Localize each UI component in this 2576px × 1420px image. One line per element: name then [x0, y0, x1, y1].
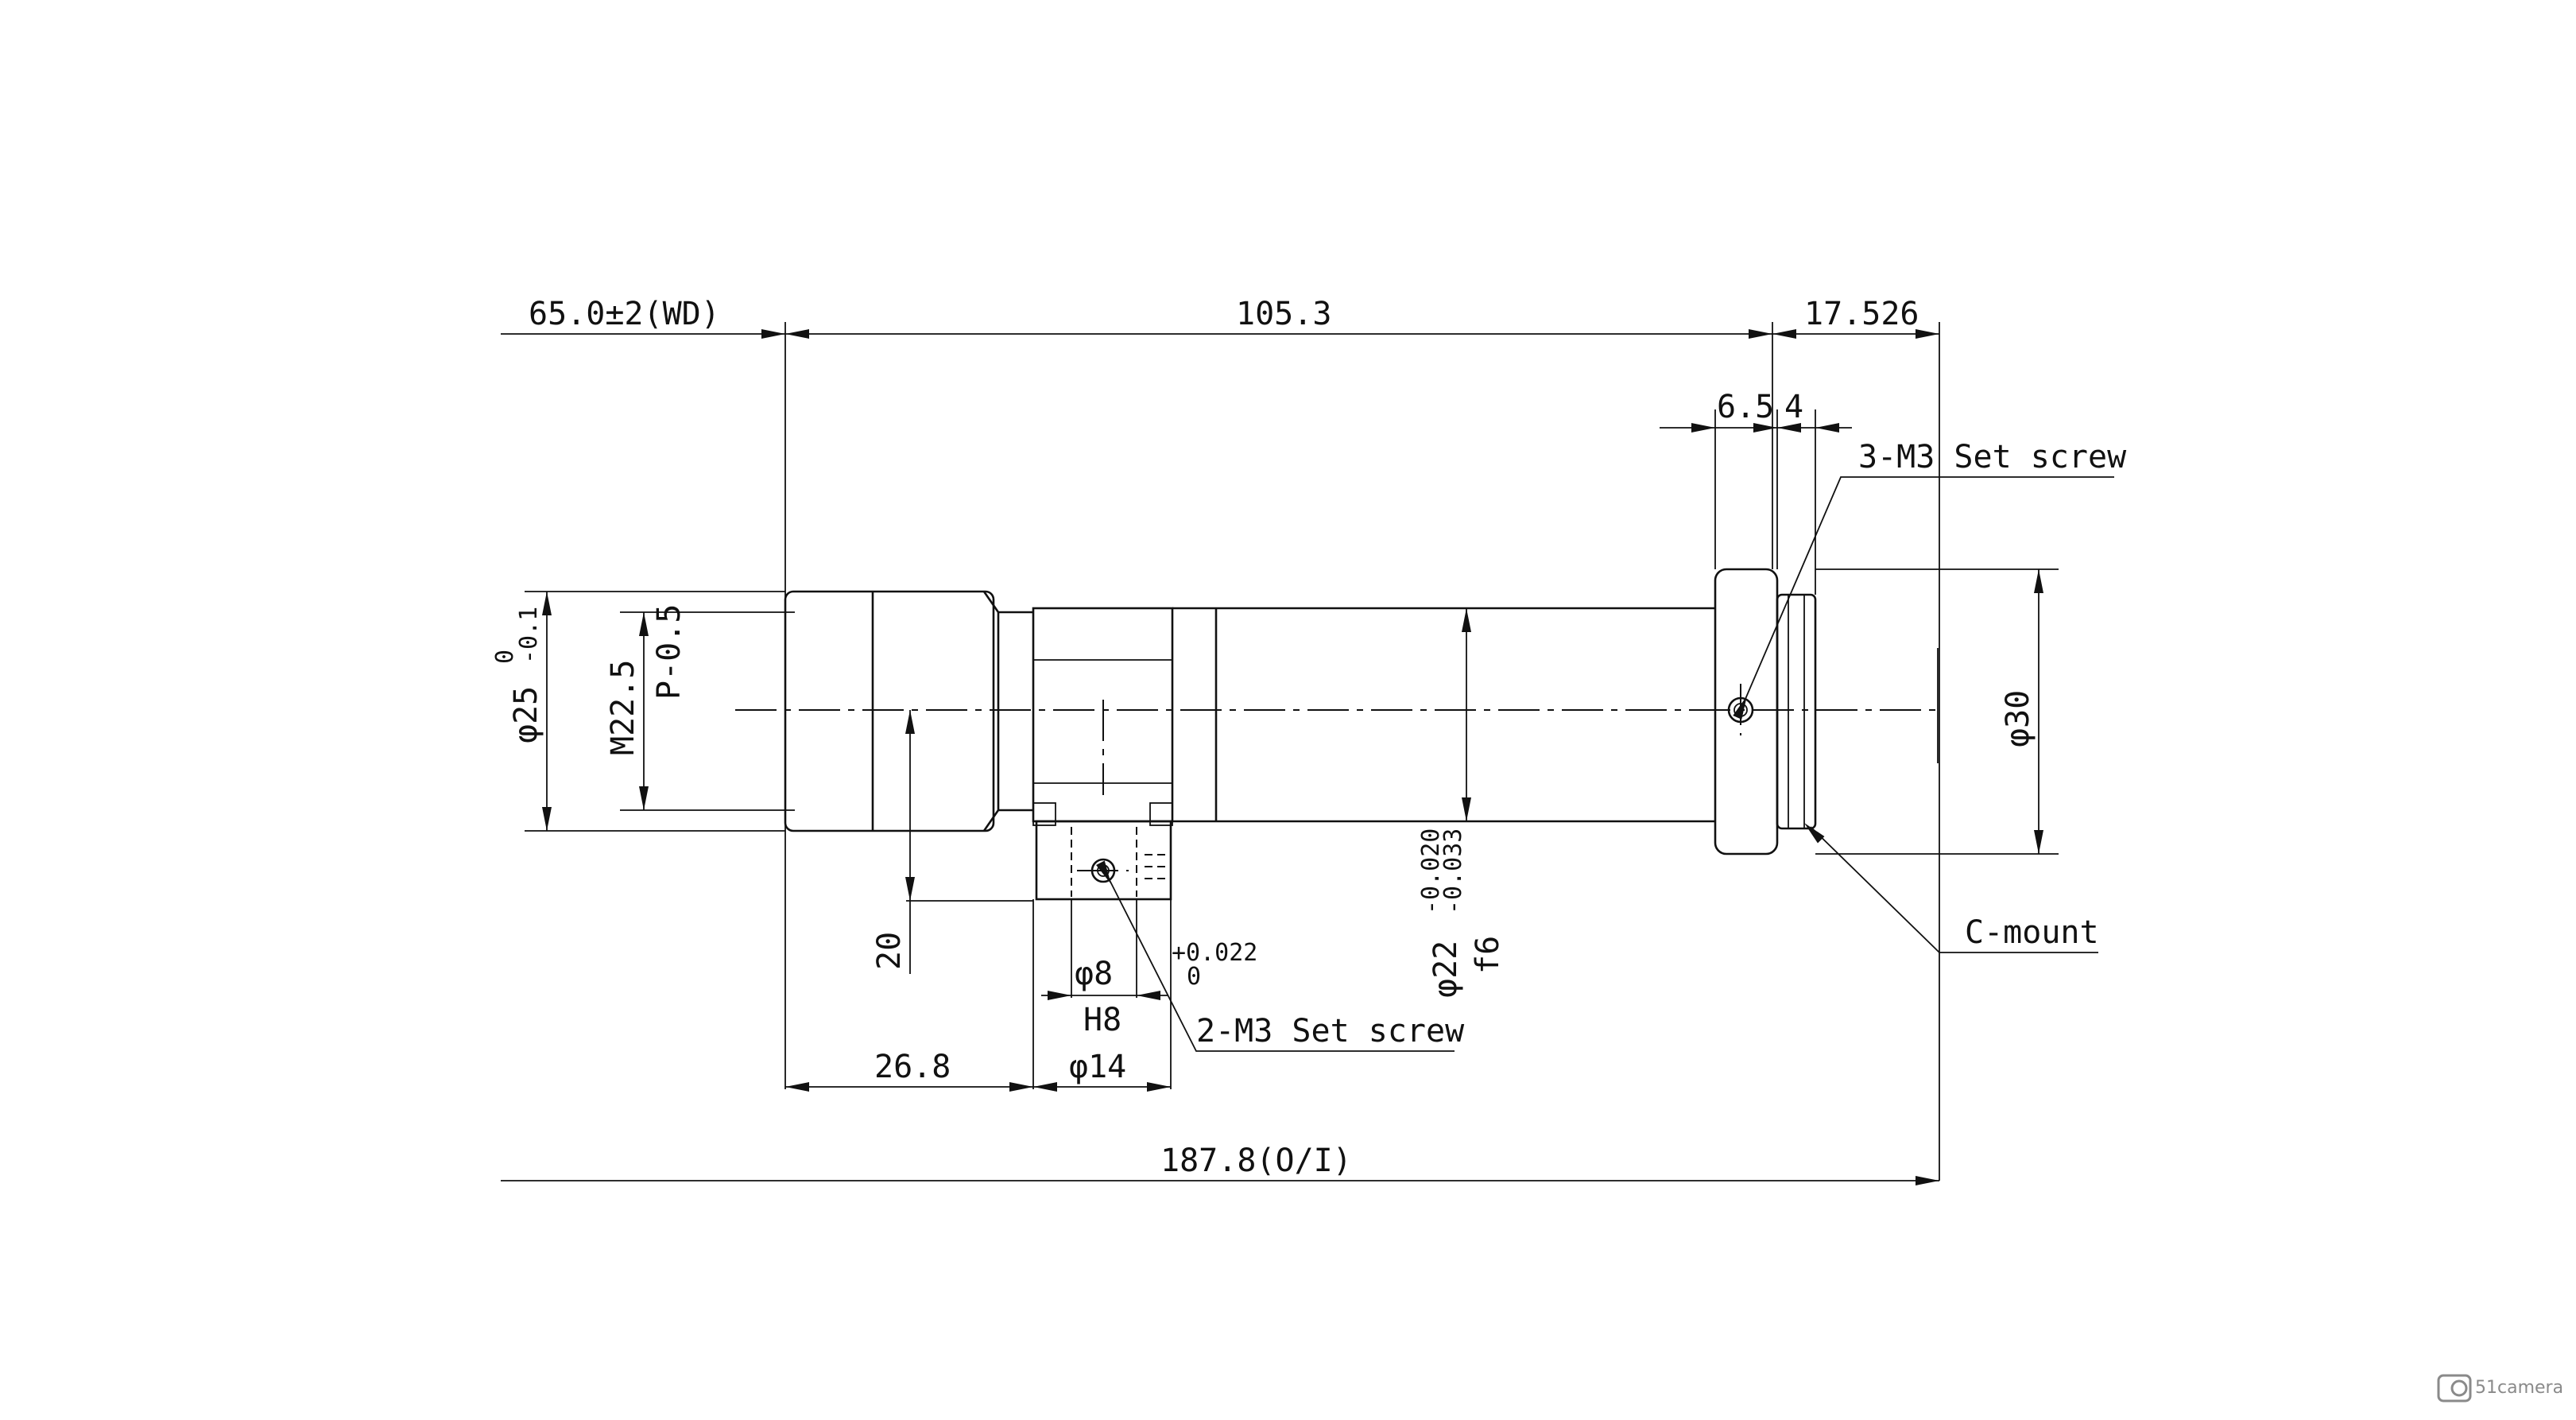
- tube-tol-upper: -0.020: [1417, 828, 1445, 914]
- pin-diameter-label: φ8: [1075, 956, 1113, 992]
- filter-thread-label: M22.5: [605, 660, 641, 755]
- mount-height-label: 20: [871, 932, 908, 970]
- ring-width-label: 4: [1784, 389, 1803, 425]
- tube-fit-label: f6: [1470, 936, 1506, 974]
- rear-diameter-label: φ30: [2000, 690, 2036, 747]
- front-diameter-tol-upper: 0: [491, 650, 519, 664]
- dimension-lines: [501, 329, 2043, 1185]
- tube-tol-lower: -0.033: [1439, 828, 1467, 914]
- c-mount-callout: C-mount: [1965, 914, 2099, 951]
- boss-diameter-label: φ14: [1069, 1049, 1126, 1085]
- c-mount-ring: [1776, 593, 1817, 830]
- total-length-label: 187.8(O/I): [1160, 1143, 1352, 1179]
- flange-width-label: 6.5: [1717, 389, 1774, 425]
- pin-tol-lower: 0: [1187, 963, 1201, 991]
- tube-diameter-label: φ22: [1427, 941, 1464, 998]
- watermark-brand: 51camera: [2475, 1378, 2563, 1398]
- lens-outline: [784, 568, 1817, 901]
- mount-screw-callout: 2-M3 Set screw: [1196, 1013, 1465, 1049]
- thread-pitch-label: P-0.5: [651, 604, 688, 700]
- flange-back-label: 17.526: [1804, 296, 1919, 332]
- boss-offset-label: 26.8: [874, 1049, 951, 1085]
- taper-section: [982, 591, 1000, 832]
- extension-lines: [525, 322, 2059, 1181]
- pin-fit-label: H8: [1083, 1002, 1121, 1038]
- camera-logo-icon: [2437, 1374, 2472, 1403]
- watermark: 51camera: [2437, 1374, 2563, 1403]
- front-diameter-label: φ25: [508, 686, 544, 743]
- pin-tol-upper: +0.022: [1172, 939, 1257, 967]
- working-distance-label: 65.0±2(WD): [529, 296, 720, 332]
- leader-lines: [1096, 476, 2114, 1052]
- front-barrel: [784, 590, 995, 832]
- rear-screw-callout: 3-M3 Set screw: [1858, 439, 2127, 475]
- front-diameter-tol-lower: -0.1: [515, 607, 543, 664]
- mount-boss: [1035, 820, 1172, 901]
- body-length-label: 105.3: [1236, 296, 1331, 332]
